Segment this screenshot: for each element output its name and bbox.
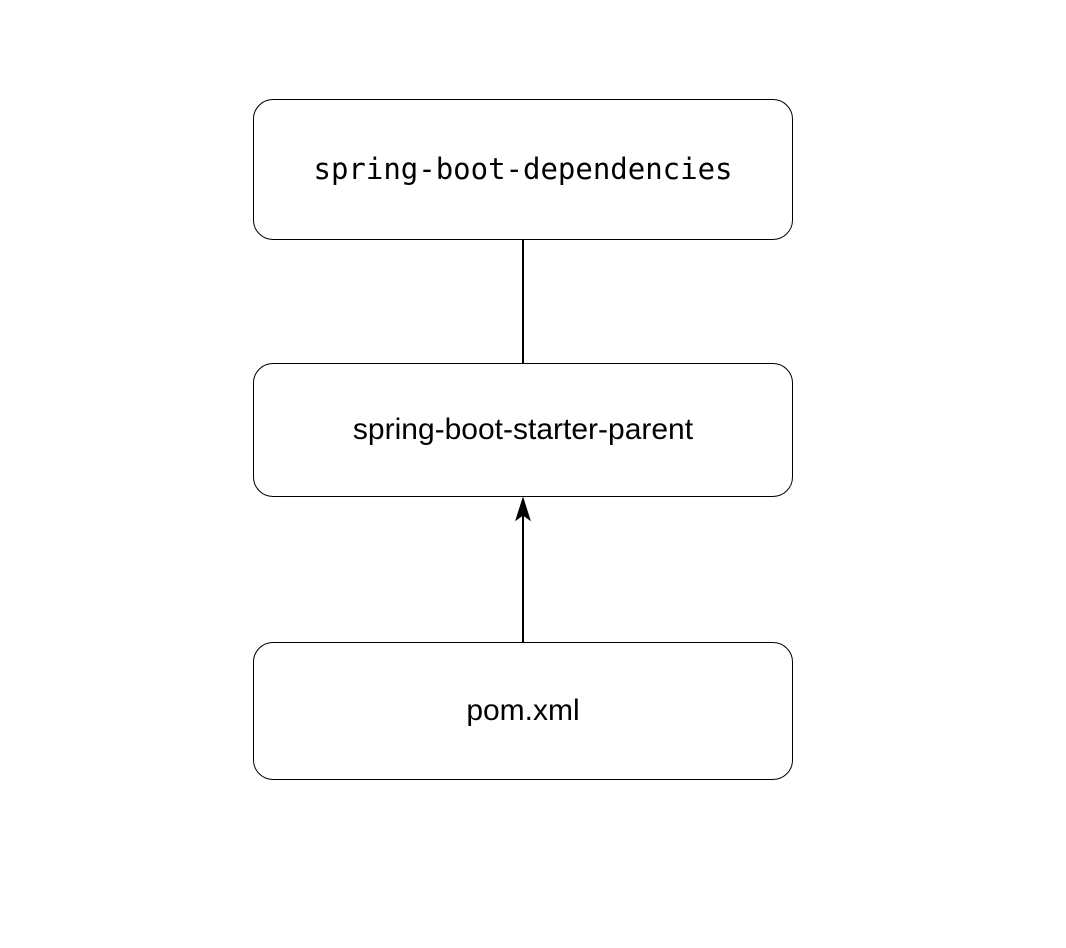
node-label-pom-xml: pom.xml bbox=[466, 694, 580, 727]
node-pom-xml: pom.xml bbox=[253, 642, 793, 780]
node-spring-boot-starter-parent: spring-boot-starter-parent bbox=[253, 363, 793, 497]
node-label-spring-boot-dependencies: spring-boot-dependencies bbox=[313, 152, 733, 187]
node-spring-boot-dependencies: spring-boot-dependencies bbox=[253, 99, 793, 240]
arrowhead-up-icon bbox=[515, 496, 531, 522]
node-label-spring-boot-starter-parent: spring-boot-starter-parent bbox=[352, 413, 694, 446]
